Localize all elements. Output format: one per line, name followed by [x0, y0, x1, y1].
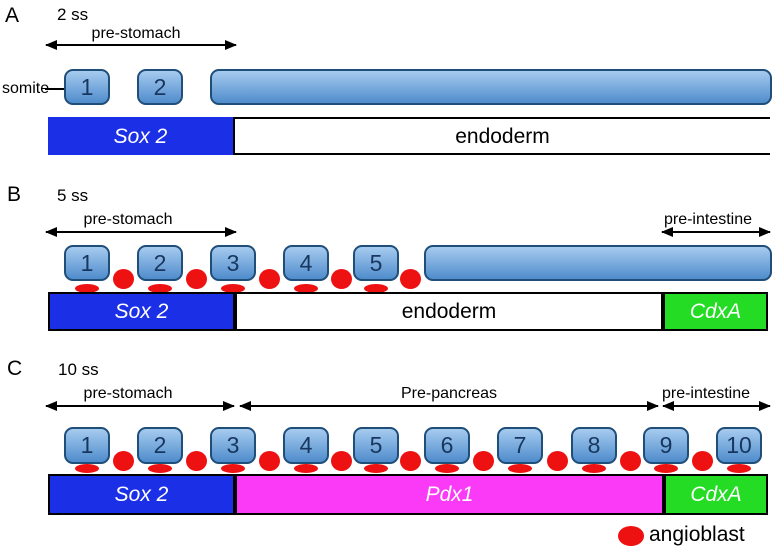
angioblast-icon [75, 284, 99, 293]
angioblast-icon [148, 284, 172, 293]
panel-c-stage-label: 10 ss [58, 360, 99, 379]
angioblast-icon [186, 269, 207, 289]
angioblast-icon [75, 464, 99, 473]
somite-3: 3 [210, 245, 256, 281]
somite-4: 4 [283, 427, 329, 464]
pre-intestine-label: pre-intestine [663, 211, 753, 228]
arrowhead-right-icon [223, 401, 235, 411]
angioblast-icon [221, 284, 245, 293]
panel-a-stage-label: 2 ss [57, 5, 89, 24]
angioblast-icon [186, 451, 207, 471]
angioblast-icon [654, 464, 678, 473]
angioblast-icon [331, 451, 352, 471]
angioblast-icon [148, 464, 172, 473]
angioblast-icon [294, 464, 318, 473]
angioblast-icon [221, 464, 245, 473]
pre-pancreas-label: Pre-pancreas [400, 385, 498, 402]
expression-endoderm: endoderm [233, 117, 770, 155]
somite-1: 1 [64, 245, 110, 281]
arrowhead-right-icon [225, 40, 237, 50]
somite-9: 9 [643, 427, 689, 464]
angioblast-icon [400, 269, 421, 289]
expression-sox-2: Sox 2 [48, 292, 235, 331]
angioblast-legend-label: angioblast [649, 523, 745, 546]
angioblast-icon [582, 464, 606, 473]
pre-intestine-span-arrow [661, 227, 771, 237]
expression-cdxa: CdxA [663, 292, 768, 331]
arrowhead-right-icon [225, 227, 237, 237]
angioblast-icon [294, 284, 318, 293]
arrowhead-left-icon [45, 40, 57, 50]
angioblast-icon [618, 526, 644, 546]
expression-sox-2: Sox 2 [48, 474, 235, 515]
angioblast-icon [113, 269, 134, 289]
angioblast-icon [331, 269, 352, 289]
angioblast-icon [620, 451, 641, 471]
angioblast-icon [364, 464, 388, 473]
somite-10: 10 [716, 427, 762, 464]
unsegmented-psm-bar [210, 69, 772, 105]
pre-stomach-label: pre-stomach [91, 25, 181, 42]
somite-5: 5 [353, 427, 399, 464]
pre-stomach-span-arrow [45, 40, 237, 50]
somite-pointer-line [45, 88, 66, 90]
somite-2: 2 [137, 245, 183, 281]
pre-stomach-label: pre-stomach [83, 211, 173, 228]
angioblast-icon [508, 464, 532, 473]
angioblast-icon [692, 451, 713, 471]
arrowhead-left-icon [661, 227, 673, 237]
expression-cdxa: CdxA [664, 474, 768, 515]
expression-sox-2: Sox 2 [48, 117, 233, 155]
unsegmented-psm-bar [424, 245, 772, 281]
angioblast-icon [435, 464, 459, 473]
somite-5: 5 [353, 245, 399, 281]
pre-pancreas-span-arrow [239, 401, 659, 411]
somite-6: 6 [424, 427, 470, 464]
angioblast-icon [473, 451, 494, 471]
pre-stomach-label: pre-stomach [83, 385, 173, 402]
somite-pointer-label: somite [2, 80, 50, 97]
expression-pdx1: Pdx1 [235, 474, 664, 515]
pre-intestine-label: pre-intestine [661, 385, 751, 402]
angioblast-icon [364, 284, 388, 293]
somite-2: 2 [137, 427, 183, 464]
pre-intestine-span-arrow [662, 401, 771, 411]
somite-4: 4 [283, 245, 329, 281]
panel-b-label: B [7, 183, 22, 206]
angioblast-icon [400, 451, 421, 471]
panel-c-label: C [7, 357, 23, 380]
panel-a-label: A [5, 4, 20, 27]
angioblast-icon [259, 451, 280, 471]
somite-2: 2 [137, 69, 183, 105]
arrowhead-left-icon [239, 401, 251, 411]
arrowhead-right-icon [759, 401, 771, 411]
somite-8: 8 [571, 427, 617, 464]
angioblast-icon [259, 269, 280, 289]
arrowhead-left-icon [45, 227, 57, 237]
angioblast-icon [547, 451, 568, 471]
arrowhead-right-icon [759, 227, 771, 237]
pre-stomach-span-arrow [45, 227, 237, 237]
expression-endoderm: endoderm [235, 292, 663, 331]
angioblast-icon [727, 464, 751, 473]
pre-stomach-span-arrow [45, 401, 235, 411]
angioblast-icon [113, 451, 134, 471]
arrowhead-left-icon [662, 401, 674, 411]
somite-7: 7 [497, 427, 543, 464]
arrowhead-left-icon [45, 401, 57, 411]
panel-b-stage-label: 5 ss [57, 186, 89, 205]
arrowhead-right-icon [647, 401, 659, 411]
somite-3: 3 [210, 427, 256, 464]
somite-1: 1 [64, 427, 110, 464]
somite-1: 1 [64, 69, 110, 105]
